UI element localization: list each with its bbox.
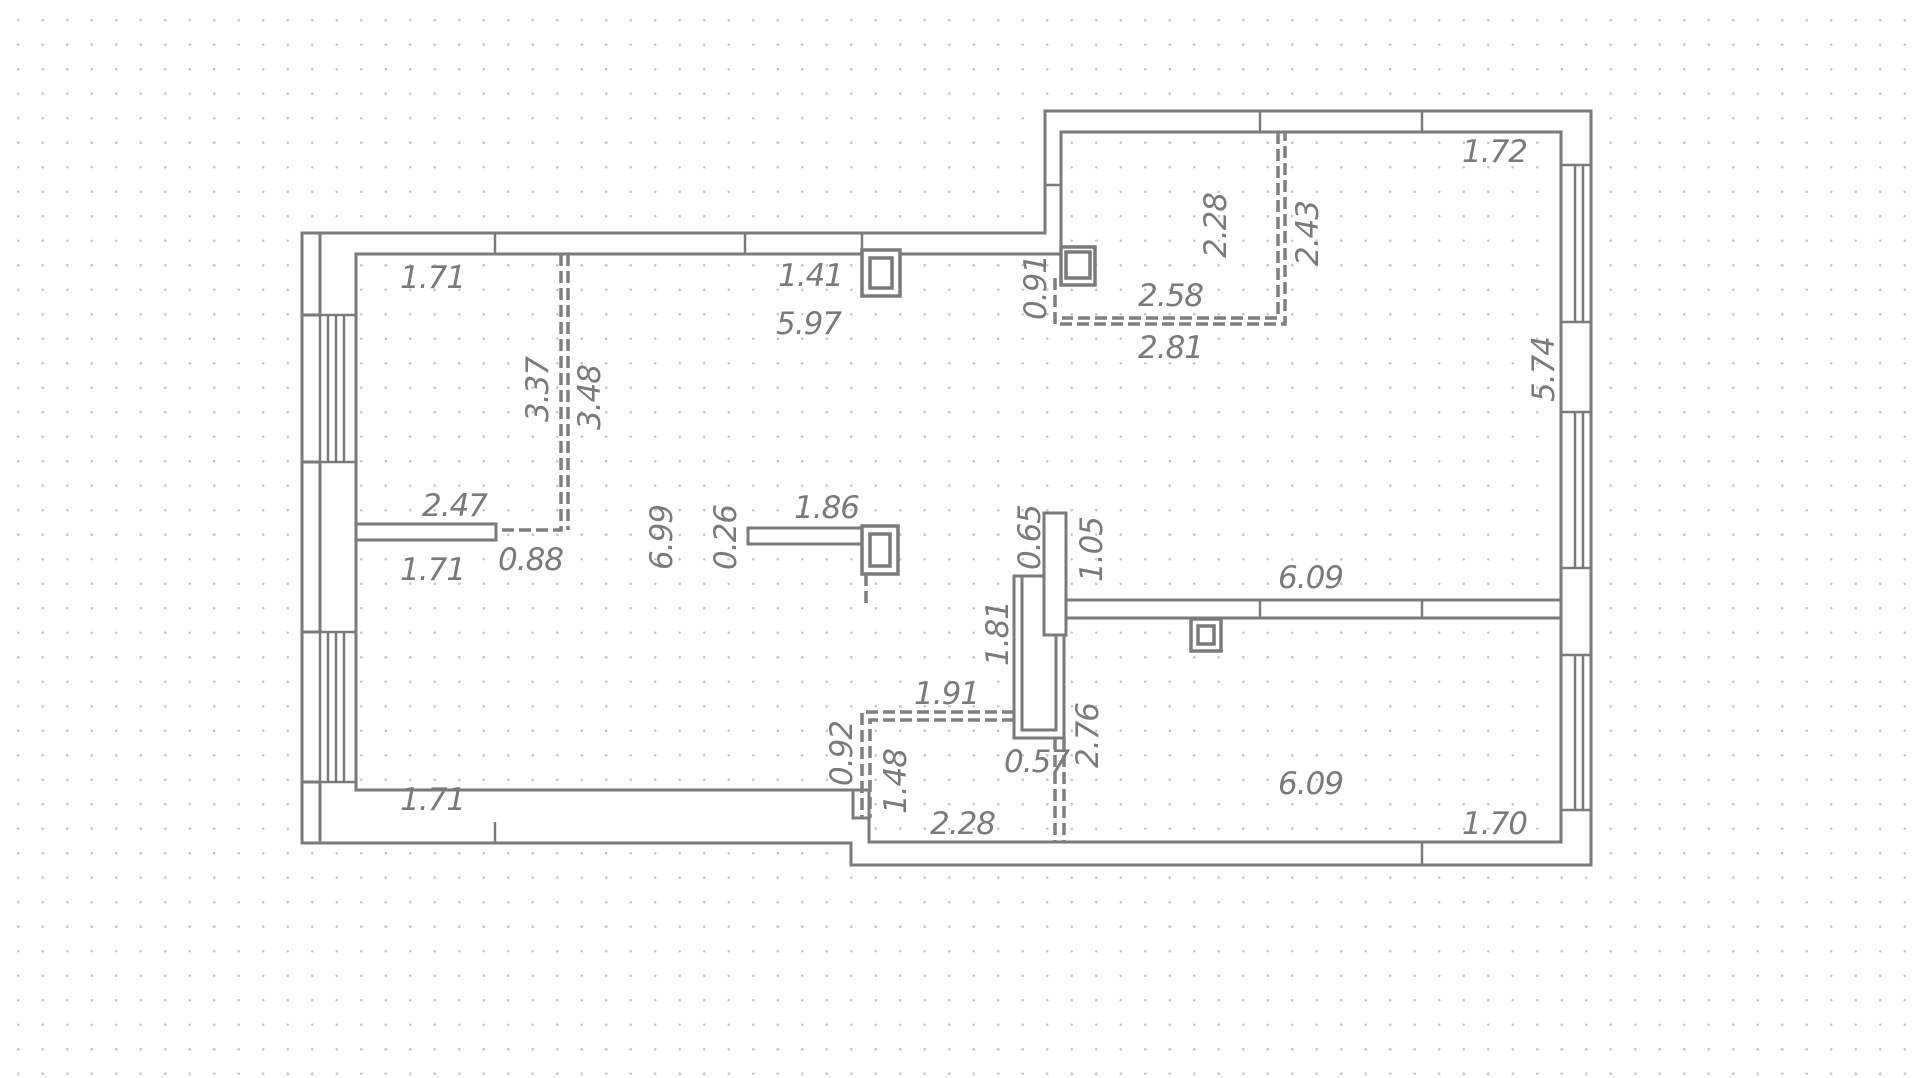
- dim-label: 0.57: [1004, 744, 1070, 780]
- dim-label: 2.28: [930, 806, 995, 842]
- dim-label: 2.76: [1070, 703, 1106, 768]
- dim-label: 1.71: [400, 552, 465, 588]
- dim-label: 6.09: [1278, 560, 1343, 596]
- dim-label: 0.91: [1018, 255, 1054, 320]
- dim-label: 6.99: [644, 505, 680, 570]
- shaft-center: [860, 524, 900, 576]
- partition-left: [354, 522, 498, 542]
- partition-center: [746, 526, 870, 546]
- outer-wall: [300, 109, 1593, 867]
- dim-label: 2.47: [422, 488, 488, 524]
- dim-label: 5.74: [1526, 337, 1562, 402]
- dim-label: 1.86: [794, 490, 859, 526]
- dim-label: 5.97: [776, 306, 842, 342]
- column-top-stub: [1042, 511, 1068, 637]
- dim-label: 1.81: [980, 601, 1016, 666]
- dim-label: 1.05: [1074, 517, 1110, 582]
- zone-boundary-top-right: [1053, 132, 1287, 326]
- window-right-bottom: [1561, 653, 1591, 812]
- dim-label: 3.48: [572, 365, 608, 430]
- dim-label: 1.70: [1462, 806, 1527, 842]
- shaft-center-inner: [868, 532, 892, 568]
- window-right-top: [1561, 163, 1591, 570]
- dim-label: 6.09: [1278, 766, 1343, 802]
- shaft-top-inner: [868, 256, 894, 290]
- dim-label: 2.81: [1138, 330, 1203, 366]
- dimension-labels: 1.71 1.41 5.97 0.91 2.28 2.43 2.58 2.81 …: [400, 134, 1562, 842]
- dim-label: 1.71: [400, 260, 465, 296]
- dim-label: 1.71: [400, 782, 465, 818]
- partition-right: [1064, 598, 1563, 620]
- window-top-markers: [493, 111, 1424, 865]
- dim-label: 0.26: [708, 505, 744, 570]
- dim-label: 0.65: [1012, 505, 1048, 570]
- dim-label: 1.48: [878, 749, 914, 814]
- shaft-right-inner: [1196, 624, 1216, 646]
- dim-label: 2.28: [1198, 193, 1234, 258]
- dim-label: 1.91: [914, 676, 979, 712]
- dim-label: 0.88: [498, 542, 563, 578]
- dim-label: 1.41: [778, 258, 843, 294]
- zone-boundary-bottom: [860, 710, 1014, 818]
- dim-label: 2.58: [1138, 278, 1203, 314]
- dim-label: 1.72: [1462, 134, 1527, 170]
- window-left-mid: [300, 460, 356, 845]
- zone-boundary-top-right-2: [1062, 132, 1280, 320]
- dim-label: 2.43: [1290, 201, 1326, 266]
- zone-boundary-left: [496, 254, 563, 532]
- shaft-corner-inner: [1064, 250, 1092, 280]
- zone-boundary-bottom-2: [868, 718, 1014, 818]
- dim-label: 3.37: [520, 356, 556, 422]
- window-left-top: [300, 231, 356, 464]
- dim-label: 0.92: [824, 721, 860, 786]
